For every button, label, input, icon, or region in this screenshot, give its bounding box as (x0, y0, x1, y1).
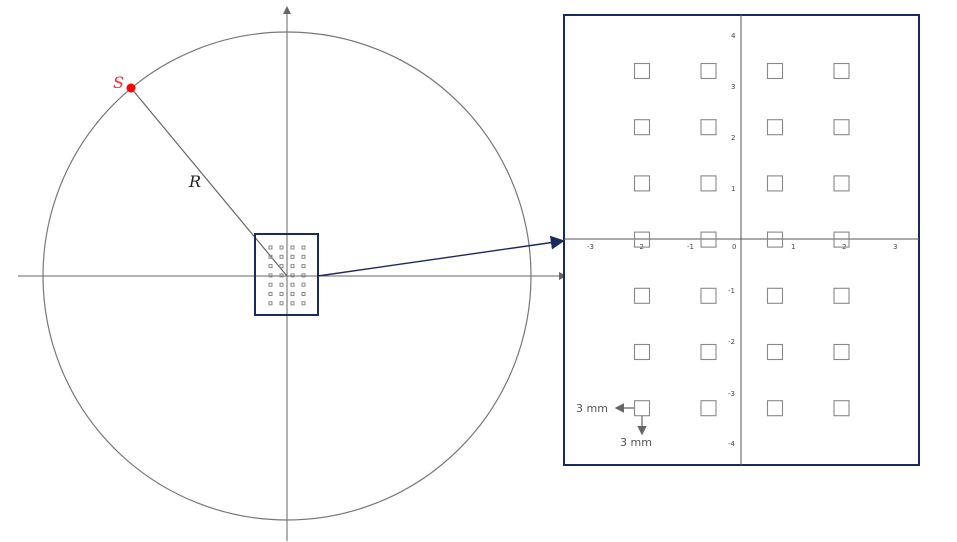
sample-square (766, 343, 784, 361)
y-tick-label: 3 (731, 83, 735, 91)
sample-square (279, 273, 284, 278)
sample-square (633, 400, 651, 417)
sample-square (279, 254, 284, 259)
sample-square (268, 273, 273, 278)
sample-square (833, 343, 850, 361)
sample-square (279, 245, 284, 250)
sample-square (290, 292, 295, 296)
x-tick-label: 3 (893, 243, 897, 251)
sample-square (633, 119, 651, 136)
sample-square (766, 400, 784, 417)
y-tick-label: 2 (731, 134, 735, 142)
sample-square (700, 119, 717, 136)
sample-square (301, 292, 306, 296)
sample-square (301, 301, 306, 306)
y-tick-label: -2 (728, 338, 735, 346)
sample-square (766, 287, 784, 304)
source-point (126, 83, 136, 93)
sample-square (833, 119, 850, 136)
y-tick-label: -3 (728, 390, 735, 398)
x-tick-label: 1 (791, 243, 795, 251)
sample-square (290, 254, 295, 259)
sample-square (700, 175, 717, 192)
sample-square (301, 282, 306, 287)
sample-square (833, 400, 850, 417)
sample-square (833, 175, 850, 192)
sample-square (290, 301, 295, 306)
sample-square (301, 273, 306, 278)
sample-square (290, 245, 295, 250)
y-tick-label: 1 (731, 185, 735, 193)
sample-square (290, 282, 295, 287)
sample-square (268, 301, 273, 306)
sample-square (633, 175, 651, 192)
sample-square (268, 264, 273, 269)
sample-square (766, 231, 784, 248)
x-tick-label: -1 (687, 243, 694, 251)
source-label: S (113, 73, 124, 92)
x-tick-label: -3 (587, 243, 594, 251)
zoom-region-box (254, 233, 319, 316)
sample-square (700, 62, 717, 80)
sample-square (700, 400, 717, 417)
sample-square (833, 287, 850, 304)
sample-square (700, 287, 717, 304)
sample-square (268, 282, 273, 287)
radius-label: R (188, 172, 201, 191)
sample-square (833, 62, 850, 80)
y-tick-label: 4 (731, 32, 736, 40)
spacing-horizontal-label: 3 mm (576, 402, 608, 415)
sample-square (766, 119, 784, 136)
sample-square (700, 343, 717, 361)
sample-square (833, 231, 850, 248)
zoom-connector-arrow (317, 235, 565, 277)
sample-square (268, 254, 273, 259)
spacing-vertical-label: 3 mm (620, 436, 652, 449)
sample-square (301, 264, 306, 269)
sample-square (279, 301, 284, 306)
sample-square (290, 264, 295, 269)
sample-square (279, 282, 284, 287)
y-tick-label: -4 (728, 440, 736, 448)
sample-square-grid (633, 62, 850, 417)
sample-square (633, 231, 651, 248)
y-tick-label: -1 (728, 287, 735, 295)
radius-line (130, 87, 288, 277)
sample-square (301, 245, 306, 250)
sample-square (268, 292, 273, 296)
mini-sample-grid (268, 245, 306, 306)
sample-square (301, 254, 306, 259)
sample-square (279, 292, 284, 296)
sample-square (633, 287, 651, 304)
sample-square (766, 175, 784, 192)
detector-circle (42, 31, 532, 521)
sample-square (268, 245, 273, 250)
y-tick-labels: 4 3 2 1 -1 -2 -3 -4 (728, 32, 736, 448)
sample-square (700, 231, 717, 248)
sample-square (633, 62, 651, 80)
sample-square (766, 62, 784, 80)
x-tick-label: 0 (732, 243, 736, 251)
sample-square (633, 343, 651, 361)
overview-panel: S R (18, 6, 567, 541)
sample-square (290, 273, 295, 278)
zoom-panel: -3 -2 -1 0 1 2 3 4 3 2 1 -1 -2 -3 -4 3 m… (563, 14, 920, 466)
sample-square (279, 264, 284, 269)
